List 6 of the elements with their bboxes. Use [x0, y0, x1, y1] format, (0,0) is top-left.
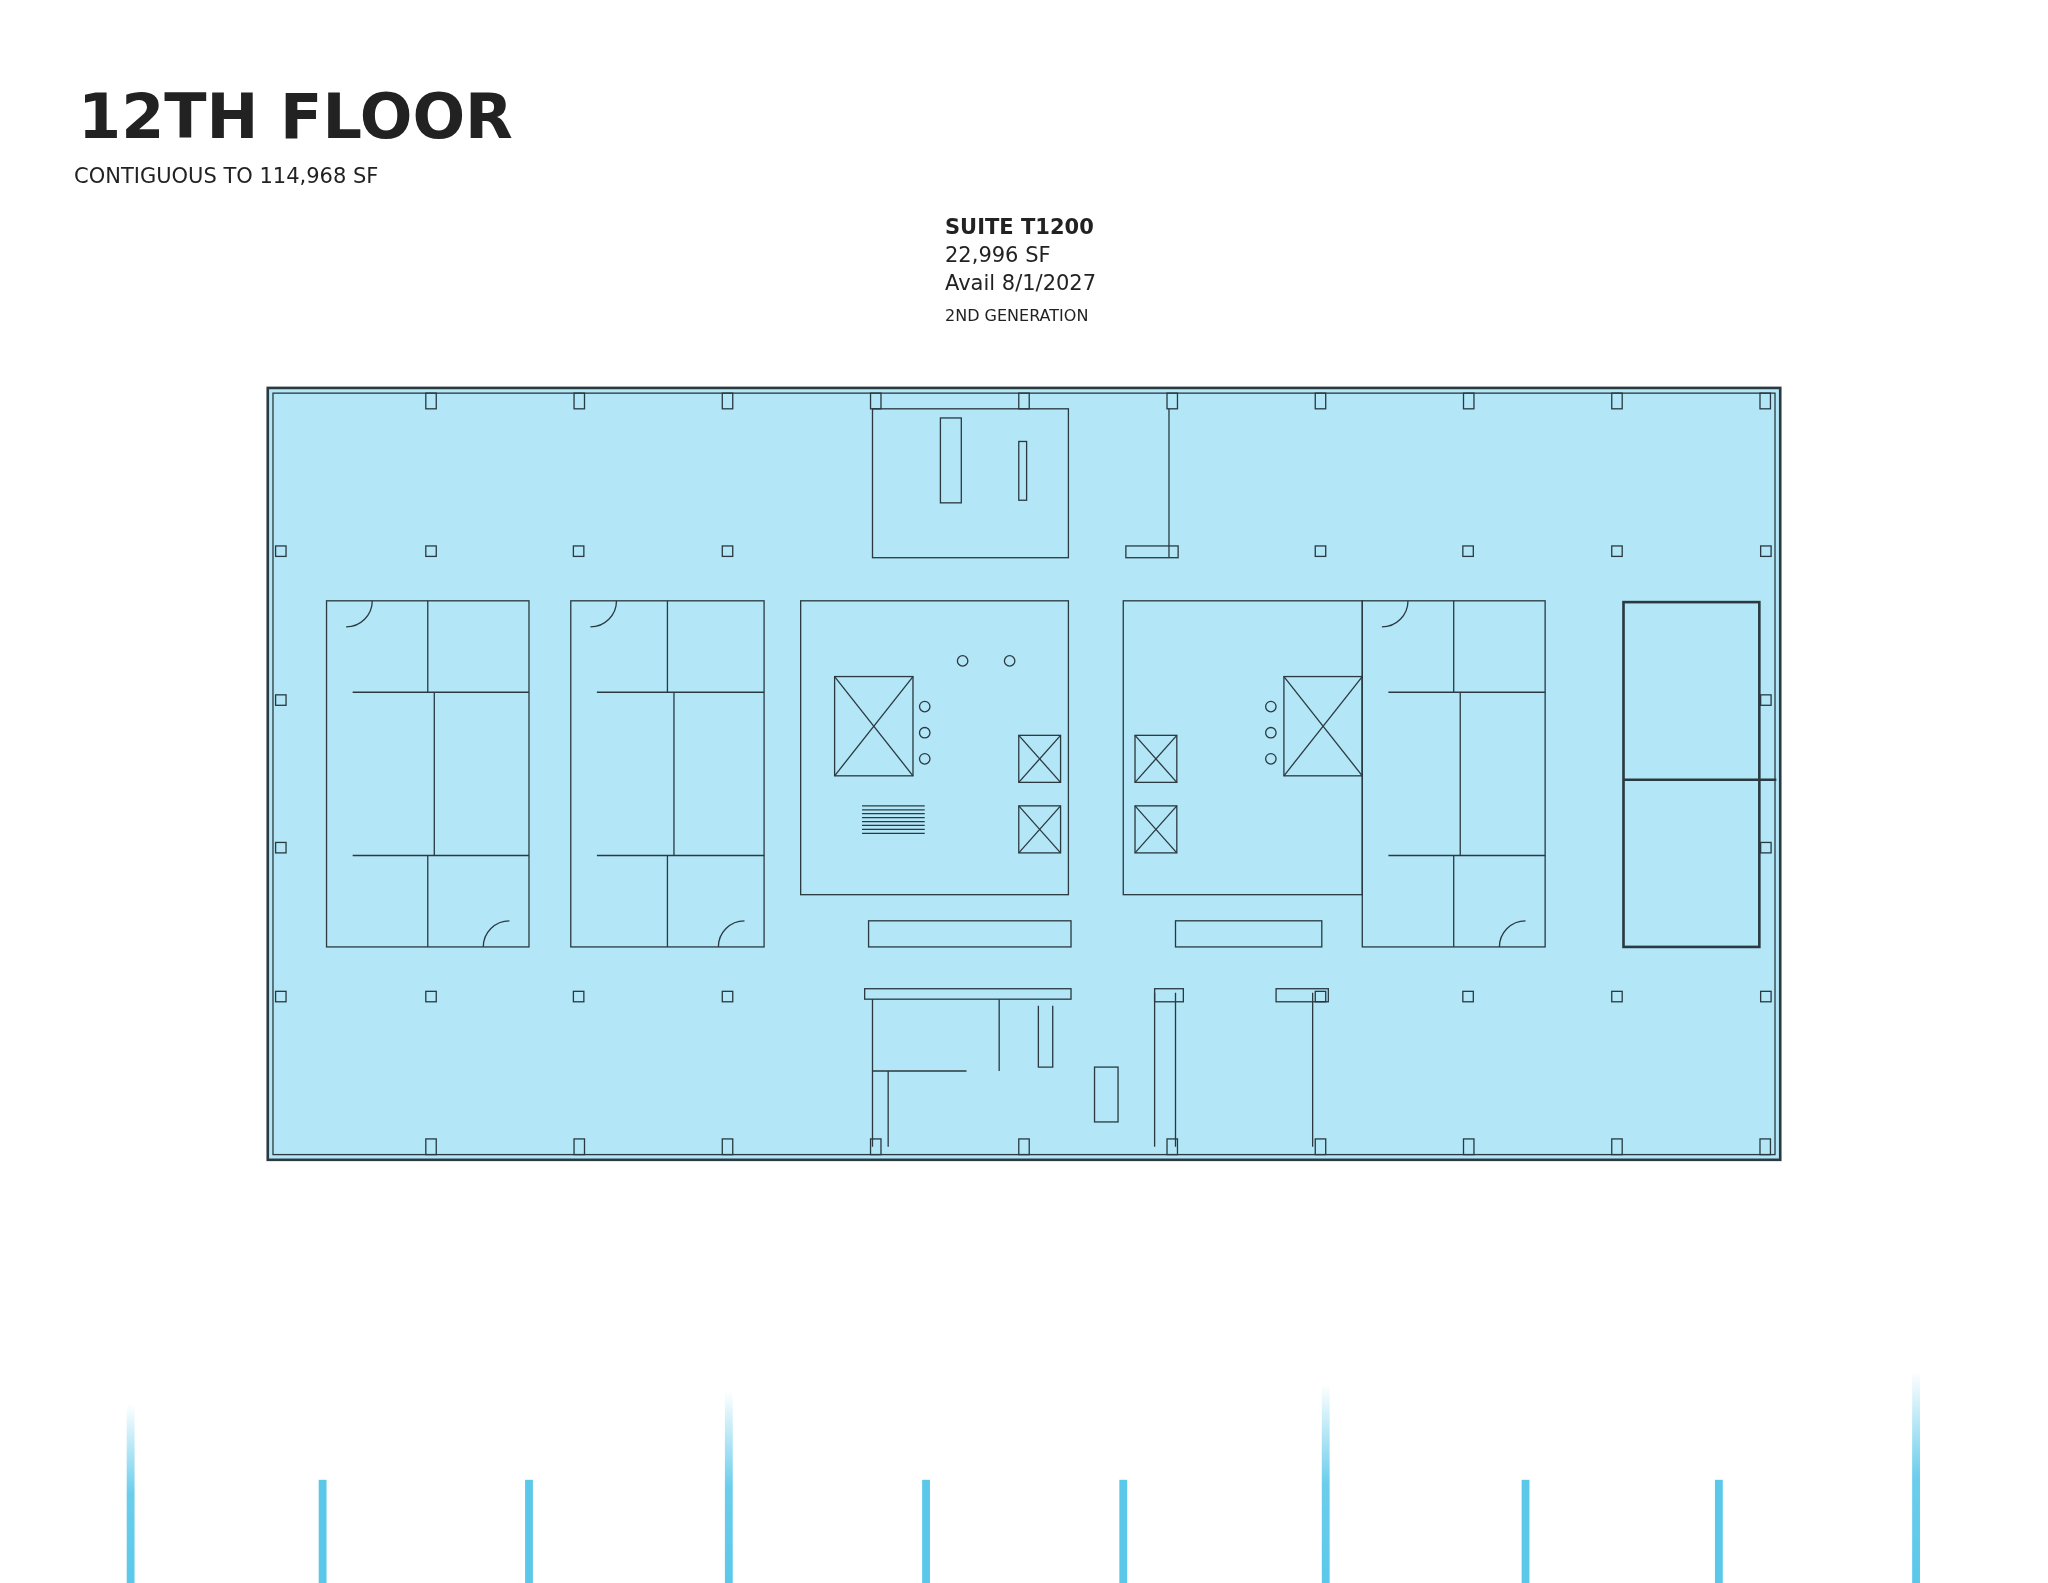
page-title: 12TH FLOOR — [78, 86, 513, 148]
availability-date: Avail 8/1/2027 — [945, 273, 1097, 294]
suite-note: 2ND GENERATION — [945, 308, 1089, 324]
suite-area: 22,996 SF — [945, 245, 1051, 266]
subtitle: CONTIGUOUS TO 114,968 SF — [74, 166, 379, 187]
suite-name: SUITE T1200 — [945, 217, 1094, 238]
